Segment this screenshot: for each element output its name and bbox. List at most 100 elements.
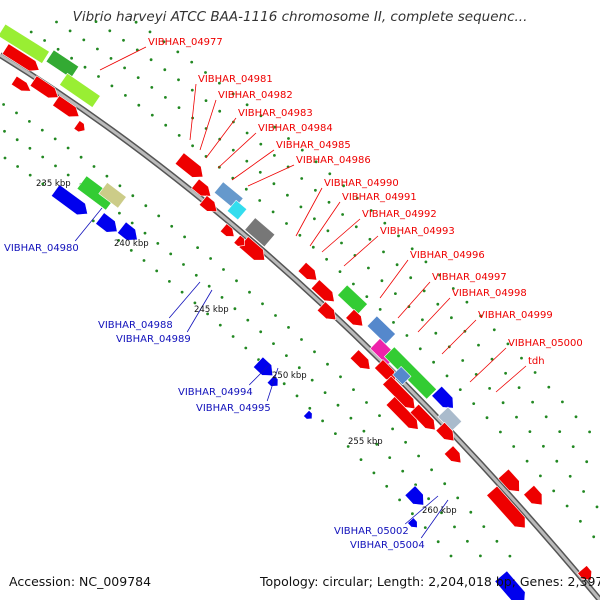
tick-dot bbox=[157, 214, 161, 218]
gene-label-forward[interactable]: VIBHAR_04985 bbox=[276, 140, 351, 151]
tick-dot bbox=[134, 20, 138, 24]
gene-label-forward[interactable]: VIBHAR_04993 bbox=[380, 226, 455, 237]
feature-block bbox=[52, 95, 80, 118]
tick-dot bbox=[533, 371, 537, 374]
feature-arrow bbox=[95, 212, 118, 233]
leader-line bbox=[397, 281, 431, 319]
tick-dot bbox=[325, 257, 328, 261]
feature-box bbox=[337, 284, 368, 315]
feature-block bbox=[191, 178, 212, 197]
tick-dot bbox=[282, 382, 286, 386]
gene-label-reverse[interactable]: VIBHAR_05002 bbox=[334, 526, 409, 537]
gene-label-forward[interactable]: VIBHAR_04982 bbox=[218, 90, 293, 101]
gene-label-forward[interactable]: VIBHAR_04986 bbox=[296, 155, 371, 166]
gene-label-forward[interactable]: VIBHAR_04998 bbox=[452, 288, 527, 299]
tick-dot bbox=[41, 182, 45, 186]
tick-dot bbox=[170, 224, 174, 228]
tick-dot bbox=[436, 302, 440, 306]
tick-dot bbox=[585, 460, 589, 464]
tick-dot bbox=[434, 331, 438, 335]
gene-label-reverse[interactable]: VIBHAR_04988 bbox=[98, 320, 173, 331]
feature-block bbox=[486, 485, 526, 529]
gene-label-forward[interactable]: VIBHAR_04996 bbox=[410, 250, 485, 261]
tick-dot bbox=[169, 252, 173, 256]
gene-label-forward[interactable]: VIBHAR_04997 bbox=[432, 272, 507, 283]
tick-dot bbox=[287, 326, 290, 329]
tick-dot bbox=[531, 400, 534, 404]
feature-arrow bbox=[233, 234, 245, 247]
tick-dot bbox=[96, 47, 99, 51]
tick-dot bbox=[130, 221, 134, 225]
tick-dot bbox=[466, 539, 469, 543]
tick-dot bbox=[430, 468, 433, 472]
gene-label-forward[interactable]: VIBHAR_04990 bbox=[324, 178, 399, 189]
tick-dot bbox=[461, 359, 465, 362]
gene-label-reverse[interactable]: VIBHAR_04995 bbox=[196, 403, 271, 414]
feature-arrow bbox=[50, 184, 88, 216]
tick-dot bbox=[231, 92, 235, 96]
gene-label-reverse[interactable]: VIBHAR_04994 bbox=[178, 387, 253, 398]
gene-label-reverse[interactable]: VIBHAR_04989 bbox=[116, 334, 191, 345]
feature-block bbox=[497, 468, 520, 492]
tick-dot bbox=[117, 239, 120, 242]
gene-label-forward[interactable]: VIBHAR_04992 bbox=[362, 209, 437, 220]
feature-block bbox=[252, 356, 274, 376]
tick-dot bbox=[579, 519, 582, 523]
tick-dot bbox=[417, 454, 420, 458]
feature-box bbox=[392, 365, 412, 386]
tick-dot bbox=[258, 199, 262, 202]
gene-label-forward[interactable]: VIBHAR_04999 bbox=[478, 310, 553, 321]
tick-dot bbox=[438, 273, 441, 277]
feature-block bbox=[577, 565, 592, 581]
feature-arrow bbox=[577, 565, 592, 581]
feature-block bbox=[174, 152, 204, 178]
tick-dot bbox=[427, 497, 430, 501]
gene-label-forward[interactable]: VIBHAR_04983 bbox=[238, 108, 313, 119]
tick-dot bbox=[321, 419, 324, 423]
gene-label-reverse[interactable]: VIBHAR_04980 bbox=[4, 243, 79, 254]
tick-dot bbox=[339, 375, 342, 379]
tick-dot bbox=[568, 474, 572, 478]
tick-dot bbox=[404, 440, 407, 444]
leader-line bbox=[420, 499, 449, 539]
leader-line bbox=[495, 365, 527, 393]
tick-dot bbox=[440, 511, 443, 515]
tick-dot bbox=[355, 196, 359, 200]
feature-arrow bbox=[191, 178, 212, 197]
tick-dot bbox=[479, 314, 482, 318]
tick-dot bbox=[286, 193, 289, 197]
gene-label-forward[interactable]: VIBHAR_04991 bbox=[342, 192, 417, 203]
tick-dot bbox=[108, 29, 112, 33]
leader-line bbox=[186, 289, 213, 333]
tick-dot bbox=[176, 50, 180, 54]
feature-block bbox=[404, 485, 424, 506]
tick-dot bbox=[244, 187, 248, 191]
tick-dot bbox=[196, 246, 200, 250]
tick-dot bbox=[41, 155, 45, 159]
gene-label-forward[interactable]: VIBHAR_04984 bbox=[258, 123, 333, 134]
gene-label-forward[interactable]: VIBHAR_05000 bbox=[508, 338, 583, 349]
tick-dot bbox=[380, 279, 384, 283]
tick-dot bbox=[244, 346, 248, 350]
backbone-core bbox=[0, 53, 600, 600]
feature-arrow bbox=[486, 485, 526, 529]
tick-dot bbox=[382, 250, 385, 254]
tick-dot bbox=[285, 354, 288, 357]
tick-dot bbox=[367, 266, 370, 270]
tick-dot bbox=[391, 427, 394, 431]
tick-dot bbox=[368, 237, 372, 241]
tick-dot bbox=[395, 263, 399, 267]
tick-dot bbox=[163, 68, 167, 72]
gene-label-reverse[interactable]: VIBHAR_05004 bbox=[350, 540, 425, 551]
gene-label-forward[interactable]: tdh bbox=[528, 356, 545, 367]
tick-dot bbox=[495, 539, 499, 543]
gene-label-forward[interactable]: VIBHAR_04977 bbox=[148, 37, 223, 48]
tick-dot bbox=[453, 525, 456, 529]
feature-arrow bbox=[219, 223, 235, 237]
tick-dot bbox=[352, 388, 355, 391]
leader-line bbox=[205, 117, 237, 159]
feature-block bbox=[523, 484, 543, 506]
gene-label-forward[interactable]: VIBHAR_04981 bbox=[198, 74, 273, 85]
tick-dot bbox=[164, 123, 168, 127]
